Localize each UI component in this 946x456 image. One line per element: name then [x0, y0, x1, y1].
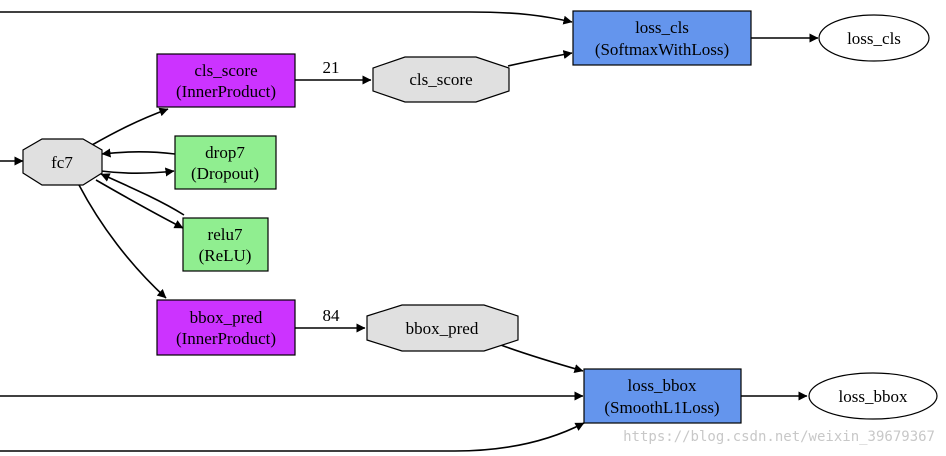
watermark: https://blog.csdn.net/weixin_39679367 — [623, 429, 935, 445]
edge-relu7-to-fc7 — [100, 173, 185, 216]
cls-score-layer-name: cls_score — [194, 61, 257, 80]
loss-cls-blob-label: loss_cls — [847, 29, 901, 48]
cls-score-blob-label: cls_score — [409, 70, 472, 89]
loss-cls-layer-name: loss_cls — [635, 18, 689, 37]
loss-bbox-layer-box — [583, 368, 742, 424]
loss-cls-blob-ellipse — [818, 14, 930, 62]
edge-label-bbox-pred-dim: 84 — [323, 306, 341, 325]
edge-fc7-to-drop7 — [100, 167, 175, 177]
loss-bbox-blob-ellipse — [808, 372, 938, 420]
node-cls-score-blob[interactable]: cls_score — [372, 56, 510, 103]
loss-cls-layer-box — [572, 10, 752, 66]
edges — [0, 11, 819, 452]
node-loss-cls-layer[interactable]: loss_cls (SoftmaxWithLoss) — [572, 10, 752, 66]
node-loss-bbox-blob[interactable]: loss_bbox — [808, 372, 938, 420]
drop7-type: (Dropout) — [191, 164, 259, 183]
fc7-label: fc7 — [51, 153, 73, 172]
bbox-pred-layer-box — [156, 299, 296, 356]
edge-label-cls-score-dim: 21 — [323, 58, 340, 77]
node-cls-score-layer[interactable]: cls_score (InnerProduct) — [156, 53, 296, 108]
loss-bbox-layer-name: loss_bbox — [628, 376, 697, 395]
cls-score-blob-octagon — [372, 56, 510, 103]
node-bbox-pred-layer[interactable]: bbox_pred (InnerProduct) — [156, 299, 296, 356]
bbox-pred-blob-octagon — [366, 304, 519, 352]
loss-bbox-blob-label: loss_bbox — [839, 387, 908, 406]
drop7-name: drop7 — [205, 143, 245, 162]
edge-cls-score-to-loss-cls — [507, 50, 573, 67]
bbox-pred-layer-name: bbox_pred — [190, 308, 263, 327]
edge-input-to-loss-bbox-weights — [0, 422, 585, 452]
loss-bbox-layer-type: (SmoothL1Loss) — [604, 398, 719, 417]
node-loss-bbox-layer[interactable]: loss_bbox (SmoothL1Loss) — [583, 368, 742, 424]
relu7-name: relu7 — [208, 225, 243, 244]
relu7-box — [182, 217, 269, 272]
edge-input-to-loss-cls — [0, 11, 573, 25]
node-fc7[interactable]: fc7 — [22, 138, 103, 186]
node-drop7[interactable]: drop7 (Dropout) — [174, 135, 277, 190]
loss-cls-layer-type: (SoftmaxWithLoss) — [595, 40, 729, 59]
node-relu7[interactable]: relu7 (ReLU) — [182, 217, 269, 272]
edge-bbox-pred-to-loss-bbox — [497, 343, 584, 373]
node-bbox-pred-blob[interactable]: bbox_pred — [366, 304, 519, 352]
cls-score-layer-box — [156, 53, 296, 108]
edge-fc7-to-cls-score — [91, 107, 169, 146]
drop7-box — [174, 135, 277, 190]
edge-drop7-to-fc7 — [101, 148, 176, 158]
cls-score-layer-type: (InnerProduct) — [176, 82, 276, 101]
edge-fc7-to-relu7 — [95, 179, 184, 229]
edge-fc7-to-bbox-pred — [78, 184, 167, 299]
relu7-type: (ReLU) — [199, 246, 252, 265]
bbox-pred-layer-type: (InnerProduct) — [176, 329, 276, 348]
bbox-pred-blob-label: bbox_pred — [406, 319, 479, 338]
fc7-octagon — [22, 138, 103, 186]
node-loss-cls-blob[interactable]: loss_cls — [818, 14, 930, 62]
